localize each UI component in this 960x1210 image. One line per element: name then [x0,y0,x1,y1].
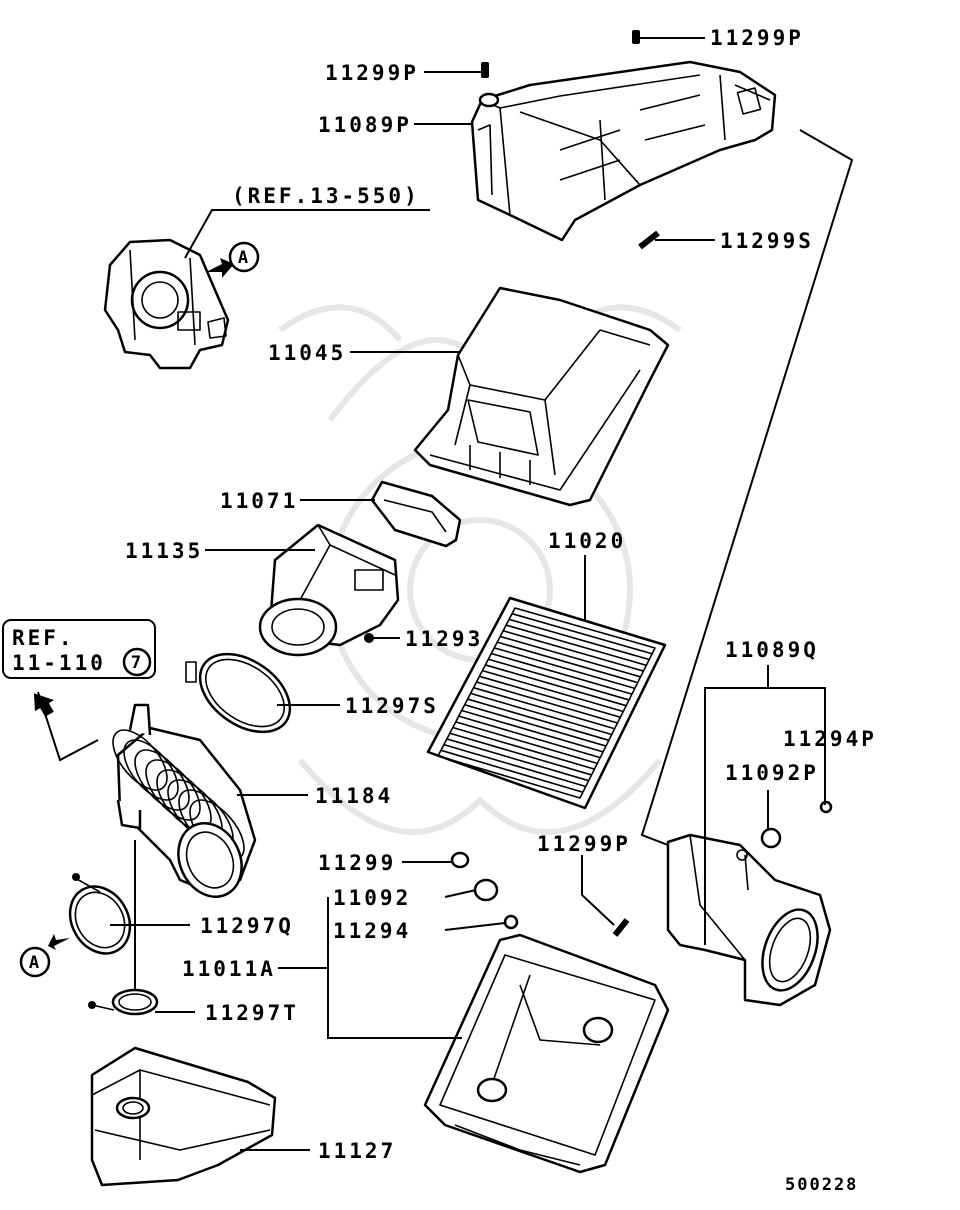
filter-pleat-line [485,664,627,707]
svg-text:11-110: 11-110 [12,651,106,675]
air-flow-sensor [258,523,400,657]
connection-marker-a-bottom: A [19,946,51,978]
hose-clamp-small [88,988,159,1016]
label-11299P-mid: 11299P [537,832,631,856]
label-11297Q: 11297Q [200,914,294,938]
label-11127: 11127 [318,1139,396,1163]
label-11299P-top: 11299P [710,26,804,50]
filter-pleat-line [502,630,644,672]
svg-text:A: A [29,953,41,973]
filter-pleat-line [494,647,636,690]
bolt-11299P-left [481,62,489,78]
filter-pleat-line [458,715,601,759]
filter-pleat-line [491,652,633,695]
air-filter-element [426,596,667,810]
air-cleaner-case [423,933,670,1174]
label-11092P: 11092P [725,761,819,785]
bolt-11299P-mid [612,918,630,937]
connection-marker-a-top: A [228,241,260,273]
collar-11294 [503,914,519,930]
label-11045: 11045 [268,341,346,365]
filter-pleat-line [443,743,586,788]
hose-clamp-large [185,652,292,734]
bolt-11299 [450,851,470,869]
air-intake-duct-lower [666,833,832,1007]
filter-pleat-line [505,624,647,667]
label-11299: 11299 [318,851,396,875]
filter-pleat-line [464,704,607,747]
filter-pleat-line [488,658,630,701]
filter-pleat-line [455,721,598,765]
label-11135: 11135 [125,539,203,563]
label-11184: 11184 [315,784,393,808]
grommet-11092P [760,827,782,849]
label-ref-13-550: (REF.13-550) [232,184,420,208]
label-11089P: 11089P [318,113,412,137]
throttle-body [103,238,230,370]
label-11294: 11294 [333,919,411,943]
filter-pleat-line [479,675,621,718]
hose-clamp-medium [68,873,132,955]
label-11294P: 11294P [783,727,877,751]
filter-pleat-line [449,732,592,776]
label-11071: 11071 [220,489,298,513]
callout-labels: 11299P 11299P 11089P (REF.13-550) 11299S… [125,26,877,1195]
air-intake-duct-upper [470,60,777,242]
diagram-code: 500228 [785,1175,858,1195]
filter-pleat-line [499,635,641,678]
svg-text:A: A [238,248,250,268]
filter-pleats [440,612,653,793]
gasket [370,480,462,548]
label-11011A: 11011A [182,957,276,981]
filter-pleat-line [511,612,653,655]
filter-pleat-line [461,709,604,753]
filter-pleat-line [452,726,595,770]
label-11299P-left: 11299P [325,61,419,85]
label-11089Q: 11089Q [725,638,819,662]
label-11299S: 11299S [720,229,814,253]
filter-pleat-line [470,692,612,736]
svg-text:REF.: REF. [12,626,75,650]
filter-pleat-line [476,681,618,724]
direction-arrows [33,258,234,950]
label-11293: 11293 [405,627,483,651]
intake-hose-bellows [112,703,257,898]
reference-box-11-110: REF. 11-110 7 [2,619,156,679]
filter-pleat-line [467,698,610,742]
label-11092: 11092 [333,886,411,910]
label-11297S: 11297S [345,694,439,718]
small-hardware [450,30,833,937]
filter-pleat-line [473,686,615,730]
label-11297T: 11297T [205,1001,299,1025]
leader-lines [37,37,854,1151]
label-11020: 11020 [548,529,626,553]
bolt-11299S [638,230,660,250]
air-cleaner-cover [413,286,670,507]
svg-text:7: 7 [131,653,143,673]
resonator [90,1046,277,1187]
bolt-11299P-top [632,30,640,44]
filter-pleat-line [497,641,638,684]
filter-pleat-line [446,738,589,782]
grommet-11092 [473,878,499,902]
filter-pleat-line [440,749,584,793]
filter-pleat-line [508,618,650,661]
filter-pleat-line [482,669,624,713]
